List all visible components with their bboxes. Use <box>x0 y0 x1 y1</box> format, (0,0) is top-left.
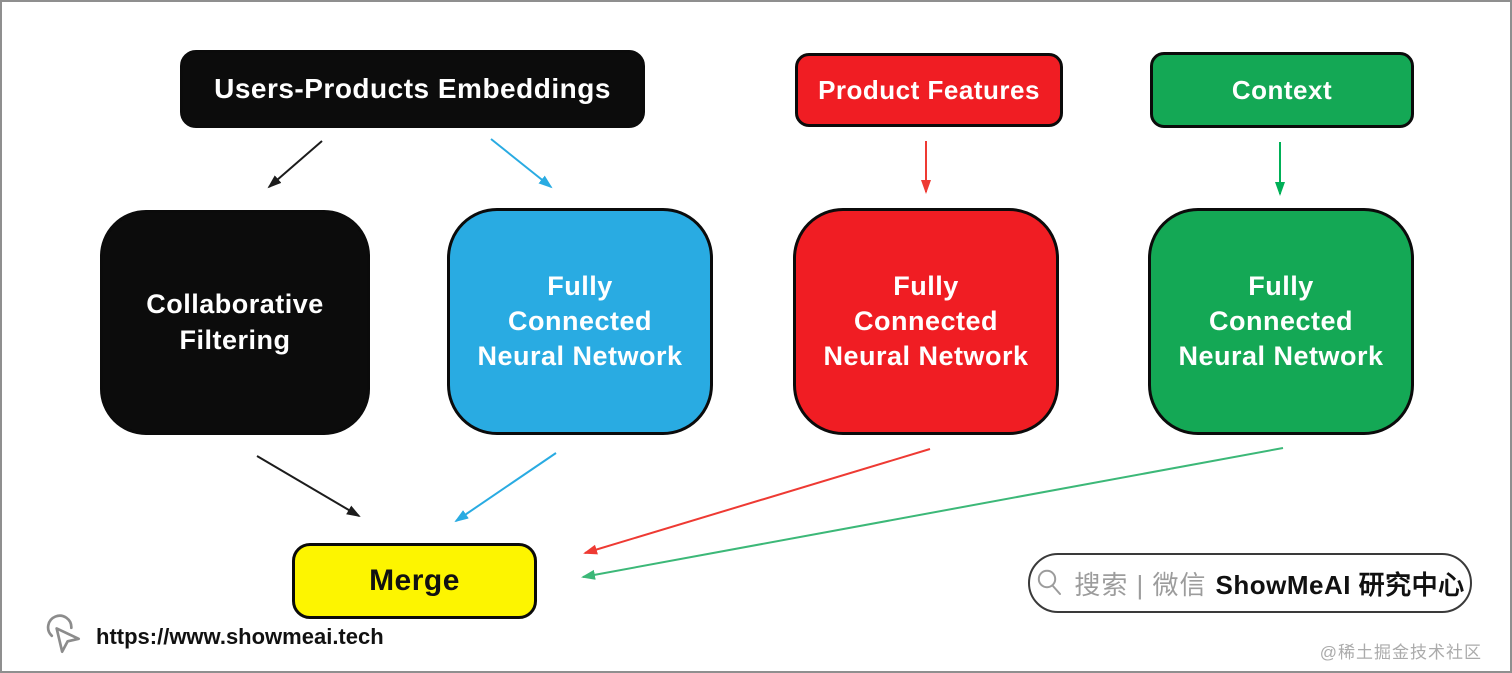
arrow-embeddings-to-collaborative-filtering <box>267 140 323 189</box>
node-label: Merge <box>369 564 460 597</box>
wechat-search-badge: 搜索 | 微信 ShowMeAI 研究中心 <box>1028 553 1472 613</box>
node-users-products-embeddings: Users-Products Embeddings <box>180 50 645 128</box>
node-merge: Merge <box>292 543 537 619</box>
node-label-line: Neural Network <box>477 341 683 372</box>
node-label-line: Fully <box>547 270 613 301</box>
node-label-line: Connected <box>1208 305 1353 336</box>
node-label-line: Fully <box>1248 270 1314 301</box>
node-collaborative-filtering: Collaborative Filtering <box>100 210 370 435</box>
node-fcnn-red: Fully Connected Neural Network <box>793 208 1059 435</box>
node-label-line: Filtering <box>179 324 291 355</box>
arrow-fcnn-blue-to-merge <box>454 452 557 523</box>
cursor-click-icon <box>46 614 81 654</box>
node-fcnn-blue: Fully Connected Neural Network <box>447 208 713 435</box>
node-label-line: Connected <box>507 305 652 336</box>
node-product-features: Product Features <box>795 53 1063 127</box>
node-label: Context <box>1231 74 1333 105</box>
node-label-line: Neural Network <box>823 341 1029 372</box>
arrow-fcnn-red-to-merge <box>583 448 931 555</box>
node-fcnn-green: Fully Connected Neural Network <box>1148 208 1414 435</box>
search-badge-prefix: 搜索 | 微信 <box>1074 569 1207 600</box>
community-watermark: @稀土掘金技术社区 <box>1319 643 1482 662</box>
arrow-embeddings-to-fcnn-blue <box>490 138 553 189</box>
node-label: Product Features <box>818 74 1040 105</box>
node-label: Collaborative Filtering <box>146 287 324 357</box>
node-label-line: Neural Network <box>1178 341 1384 372</box>
search-badge-brand: ShowMeAI 研究中心 <box>1215 569 1465 600</box>
node-label-line: Fully <box>893 270 959 301</box>
node-label-line: Connected <box>853 305 998 336</box>
node-context: Context <box>1150 52 1414 128</box>
arrow-collaborative-filtering-to-merge <box>256 455 361 518</box>
node-label-line: Collaborative <box>146 289 324 320</box>
node-label: Fully Connected Neural Network <box>823 269 1028 374</box>
footer-url: https://www.showmeai.tech <box>42 614 384 660</box>
node-label: Fully Connected Neural Network <box>477 269 682 374</box>
search-icon <box>1038 569 1062 595</box>
node-label: Fully Connected Neural Network <box>1178 269 1383 374</box>
site-url-text: https://www.showmeai.tech <box>96 624 384 649</box>
node-label: Users-Products Embeddings <box>214 73 611 104</box>
